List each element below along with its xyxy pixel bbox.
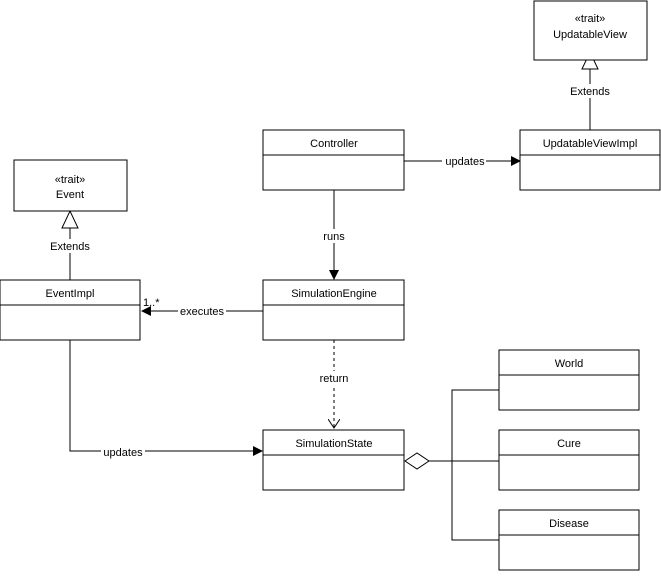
- class-disease[interactable]: Disease: [498, 509, 640, 571]
- class-name: World: [555, 358, 584, 370]
- event-updates-label: updates: [103, 447, 143, 459]
- engine-executes-edge: executes 1..*: [141, 297, 263, 318]
- class-name: EventImpl: [46, 288, 95, 300]
- controller-runs-edge: runs: [318, 190, 350, 280]
- event-updates-edge: updates: [69, 340, 263, 459]
- class-event-impl[interactable]: EventImpl: [0, 279, 141, 341]
- class-name: SimulationEngine: [291, 288, 377, 300]
- class-simulation-engine[interactable]: SimulationEngine: [262, 279, 405, 341]
- class-name: Event: [56, 189, 84, 201]
- stereotype-label: «trait»: [575, 13, 606, 25]
- engine-return-edge: return: [314, 340, 354, 428]
- class-name: SimulationState: [295, 438, 372, 450]
- stereotype-label: «trait»: [55, 174, 86, 186]
- class-simulation-state[interactable]: SimulationState: [262, 429, 405, 491]
- inheritance-triangle-icon: [61, 209, 79, 229]
- engine-executes-label: executes: [180, 306, 225, 318]
- extends-view-edge: Extends: [567, 50, 613, 130]
- class-name: Disease: [549, 518, 589, 530]
- class-event[interactable]: «trait» Event: [13, 159, 128, 212]
- class-name: Controller: [310, 138, 358, 150]
- extends-event-edge: Extends: [47, 209, 93, 280]
- class-name: UpdatableView: [553, 29, 627, 41]
- class-cure[interactable]: Cure: [498, 429, 640, 491]
- aggregation-diamond-icon: [404, 452, 430, 470]
- class-updatable-view[interactable]: «trait» UpdatableView: [533, 0, 648, 61]
- class-controller[interactable]: Controller: [262, 129, 405, 191]
- class-name: Cure: [557, 438, 581, 450]
- controller-updates-edge: updates: [404, 155, 521, 168]
- class-updatable-view-impl[interactable]: UpdatableViewImpl: [519, 129, 661, 191]
- extends-event-label: Extends: [50, 241, 90, 253]
- controller-runs-label: runs: [323, 231, 345, 243]
- class-name: UpdatableViewImpl: [543, 138, 638, 150]
- engine-return-label: return: [320, 373, 349, 385]
- class-world[interactable]: World: [498, 349, 640, 411]
- aggregation-edge: [404, 389, 499, 541]
- executes-multiplicity: 1..*: [143, 297, 160, 309]
- extends-view-label: Extends: [570, 86, 610, 98]
- controller-updates-label: updates: [445, 156, 485, 168]
